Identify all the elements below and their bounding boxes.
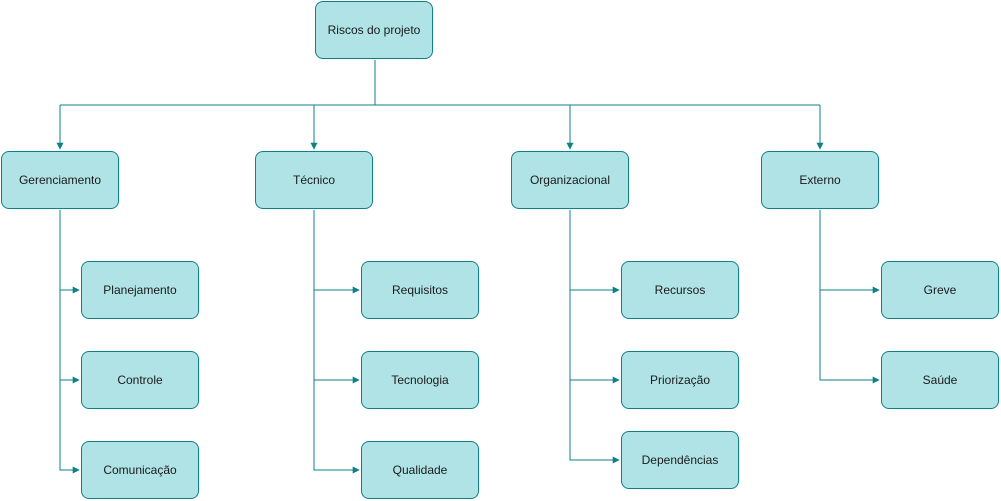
leaf-label: Comunicação [103, 463, 177, 477]
category-node-externo[interactable]: Externo [761, 151, 879, 209]
edge-tecnico-qualidade [313, 380, 360, 474]
leaf-node-greve[interactable]: Greve [881, 261, 999, 319]
leaf-label: Priorização [649, 373, 711, 387]
category-node-organizacional[interactable]: Organizacional [511, 151, 629, 209]
edge-externo-saude [819, 290, 880, 384]
leaf-node-saude[interactable]: Saúde [881, 351, 999, 409]
leaf-node-requisitos[interactable]: Requisitos [361, 261, 479, 319]
category-label: Técnico [292, 173, 336, 187]
leaf-label: Dependências [641, 453, 719, 467]
leaf-label: Requisitos [391, 283, 449, 297]
leaf-node-priorizacao[interactable]: Priorização [621, 351, 739, 409]
edge-organizacional-recursos [569, 210, 620, 294]
leaf-node-tecnologia[interactable]: Tecnologia [361, 351, 479, 409]
leaf-node-controle[interactable]: Controle [81, 351, 199, 409]
edge-externo-greve [819, 210, 880, 294]
leaf-node-recursos[interactable]: Recursos [621, 261, 739, 319]
category-label: Gerenciamento [18, 173, 102, 187]
edge-gerenciamento-planejamento [59, 210, 80, 294]
leaf-node-dependencias[interactable]: Dependências [621, 431, 739, 489]
leaf-node-qualidade[interactable]: Qualidade [361, 441, 479, 499]
leaf-label: Recursos [654, 283, 706, 297]
leaf-node-comunicacao[interactable]: Comunicação [81, 441, 199, 499]
root-node-label: Riscos do projeto [327, 23, 421, 37]
leaf-label: Controle [117, 373, 163, 387]
edge-gerenciamento-comunicacao [59, 380, 80, 474]
edge-tecnico-requisitos [313, 210, 360, 294]
category-node-gerenciamento[interactable]: Gerenciamento [1, 151, 119, 209]
leaf-label: Tecnologia [391, 373, 449, 387]
category-node-tecnico[interactable]: Técnico [255, 151, 373, 209]
edge-tecnico-tecnologia [313, 290, 360, 384]
root-node[interactable]: Riscos do projeto [315, 1, 433, 59]
leaf-node-planejamento[interactable]: Planejamento [81, 261, 199, 319]
leaf-label: Qualidade [392, 463, 448, 477]
leaf-label: Greve [923, 283, 957, 297]
category-label: Externo [799, 173, 841, 187]
edge-gerenciamento-controle [59, 290, 80, 384]
category-label: Organizacional [529, 173, 611, 187]
edge-organizacional-dependencias [569, 380, 620, 464]
leaf-label: Saúde [922, 373, 958, 387]
leaf-label: Planejamento [103, 283, 177, 297]
edge-organizacional-priorizacao [569, 290, 620, 384]
